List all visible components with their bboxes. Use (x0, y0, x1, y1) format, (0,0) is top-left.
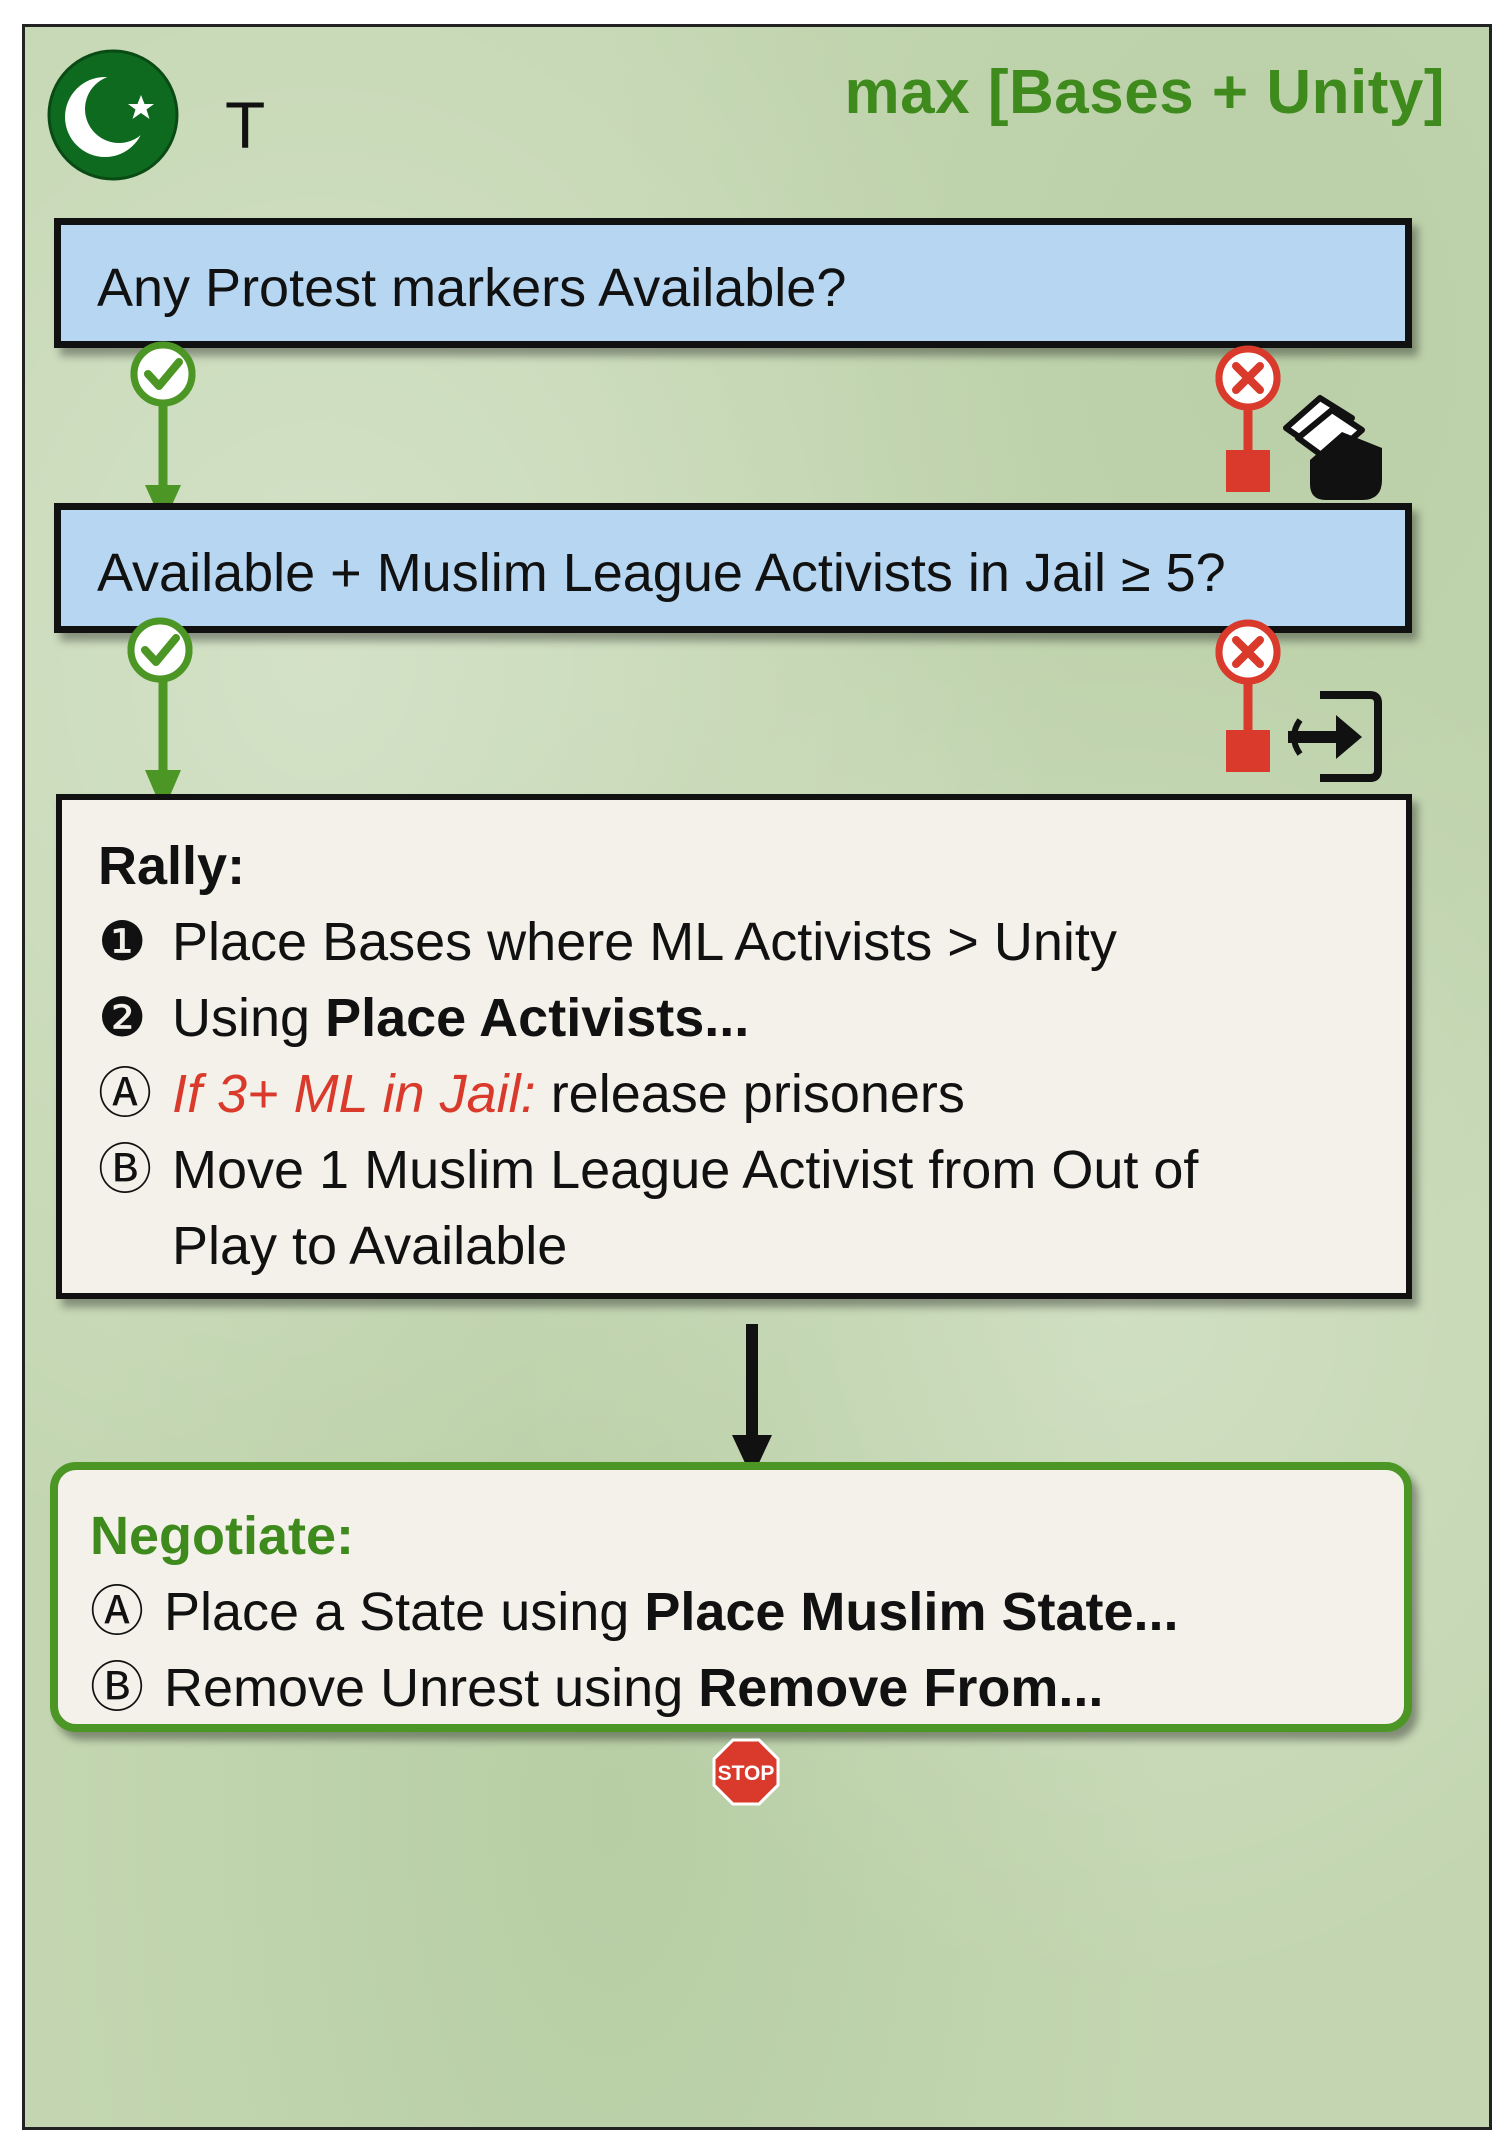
condition-text: If 3+ ML in Jail: (172, 1064, 536, 1124)
rally-option-a: Ⓐ If 3+ ML in Jail: release prisoners (98, 1056, 1406, 1132)
step-text: Using (172, 988, 326, 1048)
rally-title: Rally: (98, 836, 246, 896)
rally-step-1: ❶ Place Bases where ML Activists > Unity (98, 904, 1406, 980)
option-text: release prisoners (535, 1064, 965, 1124)
procedure-link: Remove From... (698, 1658, 1104, 1718)
cross-icon (1215, 619, 1281, 685)
stop-label: STOP (718, 1762, 775, 1785)
rally-step-2: ❷ Using Place Activists... (98, 980, 1406, 1056)
procedure-link: Place Muslim State... (644, 1582, 1179, 1642)
cross-icon (1215, 345, 1281, 411)
letter-label: T (225, 88, 266, 162)
crescent-star-icon (47, 49, 179, 181)
option-text: Place a State using (164, 1582, 645, 1642)
negotiate-option-b: Ⓑ Remove Unrest using Remove From... (90, 1650, 1404, 1726)
procedure-link: Place Activists... (325, 988, 750, 1048)
question-protest-markers: Any Protest markers Available? (54, 218, 1412, 348)
step-marker: ❷ (98, 988, 147, 1048)
question-activists-in-jail: Available + Muslim League Activists in J… (54, 503, 1412, 633)
option-marker: Ⓐ (98, 1064, 152, 1124)
negotiate-option-a: Ⓐ Place a State using Place Muslim State.… (90, 1574, 1404, 1650)
card-stack-icon (1283, 395, 1382, 500)
negotiate-title: Negotiate: (90, 1506, 355, 1566)
negotiate-action-box: Negotiate: Ⓐ Place a State using Place Mu… (50, 1462, 1412, 1732)
question-text: Any Protest markers Available? (97, 258, 847, 318)
exit-icon (1288, 691, 1382, 782)
check-icon (127, 617, 193, 683)
option-marker: Ⓑ (90, 1658, 144, 1718)
rally-action-box: Rally: ❶ Place Bases where ML Activists >… (56, 794, 1412, 1299)
option-marker: Ⓑ (98, 1140, 152, 1200)
option-text: Remove Unrest using (164, 1658, 699, 1718)
rally-option-b: Ⓑ Move 1 Muslim League Activist from Out … (98, 1132, 1406, 1208)
step-text: Place Bases where ML Activists > Unity (172, 912, 1117, 972)
next-arrow (732, 1324, 772, 1478)
option-text: Move 1 Muslim League Activist from Out o… (172, 1140, 1199, 1200)
step-marker: ❶ (98, 912, 147, 972)
rally-option-b-continued: Play to Available (172, 1216, 568, 1276)
goal-title: max [Bases + Unity] (844, 58, 1445, 127)
check-icon (130, 341, 196, 407)
option-marker: Ⓐ (90, 1582, 144, 1642)
stop-sign-icon: STOP (712, 1738, 780, 1806)
question-text: Available + Muslim League Activists in J… (97, 543, 1226, 603)
